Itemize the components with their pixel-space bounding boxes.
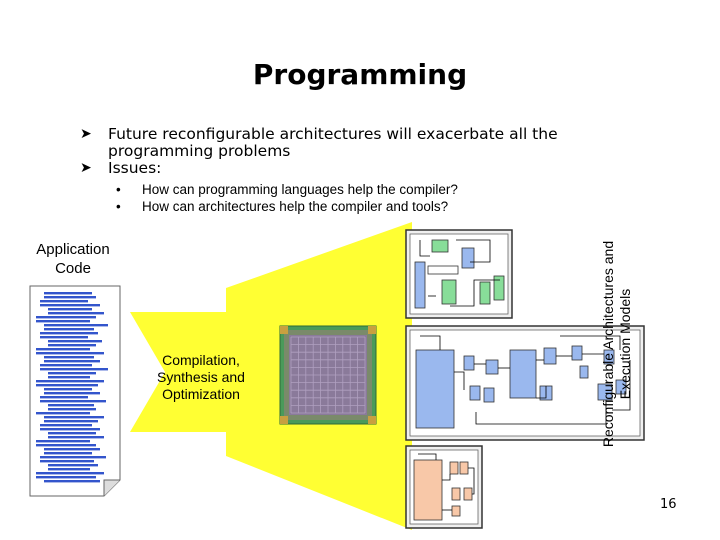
code-line <box>40 424 92 427</box>
code-line <box>48 432 96 435</box>
code-line <box>48 340 102 343</box>
bullet-text: Issues: <box>108 159 162 177</box>
code-line <box>44 388 92 391</box>
compilation-arrow <box>130 222 412 530</box>
code-line <box>40 336 88 339</box>
code-line <box>36 472 104 475</box>
code-line <box>44 448 100 451</box>
page-number: 16 <box>660 497 677 512</box>
code-line <box>40 396 88 399</box>
sub-bullet-text: How can programming languages help the c… <box>142 182 458 197</box>
code-line <box>48 376 90 379</box>
code-line <box>44 356 94 359</box>
code-line <box>36 444 96 447</box>
code-line <box>48 372 96 375</box>
code-line <box>40 368 108 371</box>
code-line <box>44 328 94 331</box>
code-line <box>40 300 88 303</box>
architecture-panel-3 <box>405 445 483 529</box>
chip-grid <box>290 336 366 414</box>
code-line <box>48 344 96 347</box>
code-line <box>36 412 90 415</box>
code-line <box>36 440 90 443</box>
application-code-label: Application Code <box>36 241 110 277</box>
code-line <box>44 292 92 295</box>
code-line <box>44 296 96 299</box>
code-line <box>40 460 94 463</box>
bullet-item: ➤ Future reconfigurable architectures wi… <box>80 126 640 160</box>
sub-bullet-item: • How can programming languages help the… <box>80 181 640 198</box>
slide-title: Programming <box>252 58 468 91</box>
code-line <box>36 476 96 479</box>
compilation-label: Compilation, Synthesis and Optimization <box>157 352 245 402</box>
code-line <box>40 304 100 307</box>
arrow-bullet-icon: ➤ <box>80 160 92 176</box>
code-line <box>40 364 92 367</box>
bullet-text: Future reconfigurable architectures will… <box>108 125 558 160</box>
code-line <box>48 404 94 407</box>
code-line <box>44 480 100 483</box>
code-line <box>40 456 106 459</box>
code-line <box>44 392 100 395</box>
bullet-list: ➤ Future reconfigurable architectures wi… <box>80 126 640 215</box>
code-line <box>36 316 96 319</box>
application-code-document <box>29 285 121 497</box>
architecture-panel-2 <box>405 325 645 441</box>
code-line <box>40 400 106 403</box>
code-line <box>48 308 92 311</box>
architecture-panel-1 <box>405 229 513 319</box>
code-line <box>48 464 98 467</box>
code-line <box>36 384 98 387</box>
code-line <box>36 320 90 323</box>
dot-bullet-icon: • <box>116 182 121 197</box>
code-line <box>40 332 98 335</box>
code-line <box>36 348 90 351</box>
sub-bullet-text: How can architectures help the compiler … <box>142 199 449 214</box>
code-line <box>44 360 100 363</box>
code-line <box>48 408 96 411</box>
code-lines <box>36 292 108 483</box>
code-line <box>48 436 104 439</box>
chip-icon <box>279 325 377 425</box>
code-line <box>40 428 100 431</box>
bullet-item: ➤ Issues: <box>80 160 640 177</box>
code-line <box>44 452 92 455</box>
reconfigurable-architectures-label: Reconfigurable Architectures and Executi… <box>600 240 633 448</box>
code-line <box>44 416 104 419</box>
sub-bullet-item: • How can architectures help the compile… <box>80 198 640 215</box>
code-line <box>44 420 98 423</box>
arrow-bullet-icon: ➤ <box>80 126 92 142</box>
code-line <box>48 312 104 315</box>
code-line <box>36 380 104 383</box>
code-line <box>48 468 90 471</box>
dot-bullet-icon: • <box>116 199 121 214</box>
code-line <box>36 352 104 355</box>
code-line <box>44 324 108 327</box>
